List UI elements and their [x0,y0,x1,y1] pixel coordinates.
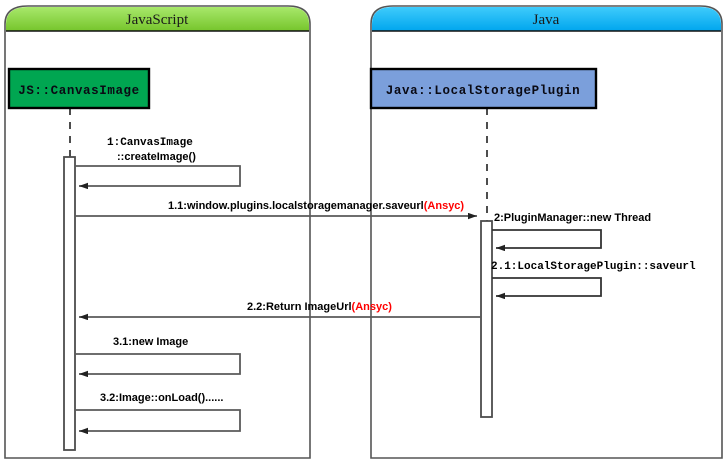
lane-javascript: JavaScript [4,5,311,459]
message-1-1-number: 1.1: [168,200,187,212]
message-2-2-async-tag: (Ansyc) [352,301,393,313]
message-2-1-self-call[interactable]: 2.1:LocalStoragePlugin::saveurl [491,261,696,300]
message-2-1-name: LocalStoragePlugin::saveurl [517,261,696,273]
lane-java-header-fill [372,7,721,31]
message-2-2-number: 2.2: [247,301,266,313]
message-1-number: 1: [107,137,120,149]
message-2-2-return[interactable]: 2.2:Return ImageUrl(Ansyc) [79,301,481,321]
message-1-label-continued: ::createImage() [117,151,196,163]
message-1-1-async-tag: (Ansyc) [424,200,465,212]
message-1-1-call[interactable]: 1.1:window.plugins.localstoragemanager.s… [75,200,477,220]
lane-java-title: Java [533,12,560,28]
message-2-1-arrow [492,277,602,300]
message-3-2-number: 3.2: [100,392,119,404]
message-3-2-self-call[interactable]: 3.2:Image::onLoad()...... [75,392,241,435]
message-1-name: CanvasImage [120,137,193,149]
participant-java-localstorageplugin[interactable]: Java::LocalStoragePlugin [369,67,598,110]
message-1-arrow [75,165,241,190]
message-3-1-name: new Image [132,336,188,348]
message-1-self-call[interactable]: 1:CanvasImage ::createImage() [75,137,241,190]
lane-java-body [370,5,723,459]
message-3-1-number: 3.1: [113,336,132,348]
activation-bar-java-localstorageplugin [480,220,493,418]
participant-java-localstorageplugin-box [369,67,598,110]
message-3-1-self-call[interactable]: 3.1:new Image [75,336,241,378]
message-2-2-label: 2.2:Return ImageUrl(Ansyc) [247,301,392,313]
message-1-1-label: 1.1:window.plugins.localstoragemanager.s… [168,200,464,212]
message-2-self-call[interactable]: 2:PluginManager::new Thread [492,212,651,252]
message-1-label-number: 1:CanvasImage [107,137,193,149]
message-3-1-label: 3.1:new Image [113,336,188,348]
message-3-2-name: Image::onLoad()...... [119,392,224,404]
lane-javascript-header-fill [6,7,309,31]
message-2-1-number: 2.1: [491,261,517,273]
participant-java-localstorageplugin-label: Java::LocalStoragePlugin [386,84,580,98]
message-3-2-label: 3.2:Image::onLoad()...... [100,392,223,404]
lane-java: Java [370,5,723,459]
lane-javascript-body [4,5,311,459]
message-3-1-arrow [75,353,241,378]
activation-bar-js-canvasimage [63,156,76,451]
participant-js-canvasimage-box [7,67,151,110]
message-2-arrow [492,229,602,252]
lane-javascript-title: JavaScript [126,12,189,28]
message-3-2-arrow [75,409,241,435]
message-2-number: 2: [494,212,504,224]
message-1-1-name: window.plugins.localstoragemanager.saveu… [186,200,424,212]
message-2-label: 2:PluginManager::new Thread [494,212,651,224]
participant-js-canvasimage[interactable]: JS::CanvasImage [7,67,151,110]
message-2-name: PluginManager::new Thread [504,212,651,224]
message-2-2-name: Return ImageUrl [266,301,352,313]
participant-js-canvasimage-label: JS::CanvasImage [18,84,140,98]
message-2-1-label: 2.1:LocalStoragePlugin::saveurl [491,261,696,273]
